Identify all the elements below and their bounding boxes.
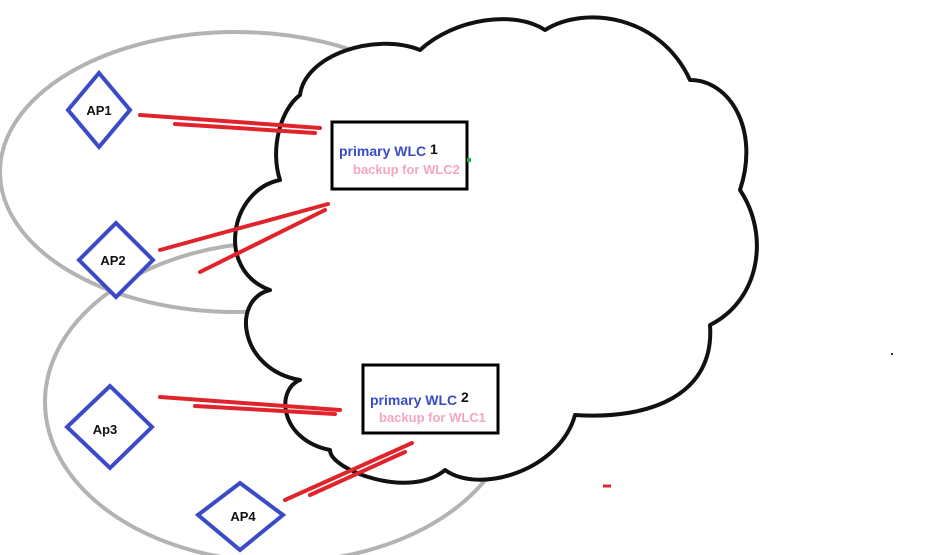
ap4-label: AP4 [230, 509, 256, 524]
wlc2-number: 2 [461, 389, 469, 405]
ap2-label: AP2 [100, 253, 125, 268]
ap1-label: AP1 [86, 103, 111, 118]
wlc-box-2: primary WLC 2 backup for WLC1 [361, 363, 500, 435]
access-point-ap3: Ap3 [64, 383, 155, 471]
green-dot [467, 158, 471, 162]
access-point-ap2: AP2 [76, 220, 156, 300]
access-point-ap1: AP1 [65, 69, 133, 151]
stray-dot [891, 353, 893, 355]
wlc1-backup-label: backup for WLC2 [353, 162, 460, 177]
wlc2-primary-label: primary WLC [370, 392, 457, 408]
link-ap4-wlc2 [283, 441, 414, 502]
wlc2-backup-label: backup for WLC1 [379, 410, 486, 425]
link-ap3-wlc2 [158, 395, 342, 416]
wlc1-number: 1 [430, 141, 438, 157]
access-point-ap4: AP4 [194, 480, 287, 553]
ap3-label: Ap3 [93, 422, 118, 437]
link-ap2-wlc1 [158, 202, 330, 274]
wlc-box-1: primary WLC 1 backup for WLC2 [330, 120, 471, 191]
link-ap1-wlc1 [138, 113, 322, 135]
wlc1-primary-label: primary WLC [339, 143, 426, 159]
